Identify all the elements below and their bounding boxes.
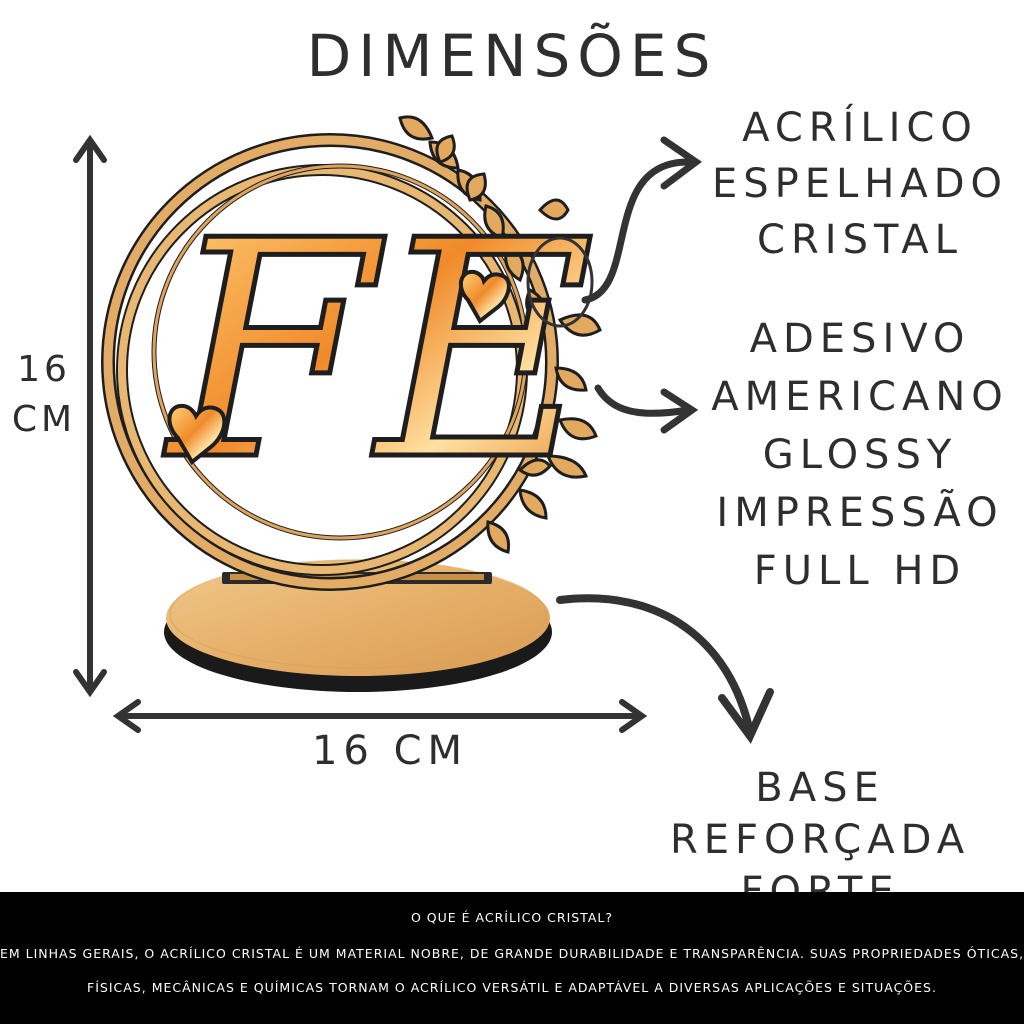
arrow-acrylic	[526, 136, 702, 328]
callout-line: FULL HD	[753, 548, 967, 594]
callout-line: ESPELHADO	[711, 161, 1009, 207]
width-label: 16 CM	[311, 728, 469, 774]
mirror-monogram: FE	[161, 175, 598, 529]
height-label: 16 CM	[4, 345, 84, 445]
page-title: DIMENSÕES	[306, 22, 718, 90]
height-value: 16	[17, 349, 71, 390]
wreath-rings	[101, 133, 559, 591]
height-dimension-arrow	[73, 134, 107, 698]
callout-line: ADESIVO	[749, 316, 971, 362]
footer-body-line: EM LINHAS GERAIS, O ACRÍLICO CRISTAL É U…	[0, 946, 1024, 961]
height-unit: CM	[11, 399, 77, 440]
footer-question: O QUE É ACRÍLICO CRISTAL?	[410, 910, 613, 925]
width-dimension-arrow	[112, 699, 648, 733]
info-footer: O QUE É ACRÍLICO CRISTAL? EM LINHAS GERA…	[0, 892, 1024, 1024]
callout-line: ACRÍLICO	[742, 105, 978, 151]
callout-acrylic: ACRÍLICO ESPELHADO CRISTAL	[700, 100, 1020, 268]
callout-line: IMPRESSÃO	[716, 490, 1004, 536]
callout-adesivo: ADESIVO AMERICANO GLOSSY IMPRESSÃO FULL …	[700, 310, 1020, 600]
callout-line: CRISTAL	[757, 217, 963, 263]
product-illustration: FE	[73, 115, 774, 744]
footer-body-line: FÍSICAS, MECÂNICAS E QUÍMICAS TORNAM O A…	[87, 980, 937, 995]
callout-line: AMERICANO	[711, 374, 1009, 420]
callout-line: BASE REFORÇADA	[669, 765, 971, 863]
arrow-adesivo	[594, 384, 699, 434]
arrow-base	[556, 594, 774, 744]
monogram-letters: FE	[163, 177, 595, 526]
callout-line: GLOSSY	[762, 432, 958, 478]
heart-left-icon	[167, 403, 227, 466]
heart-right-icon	[458, 269, 511, 324]
